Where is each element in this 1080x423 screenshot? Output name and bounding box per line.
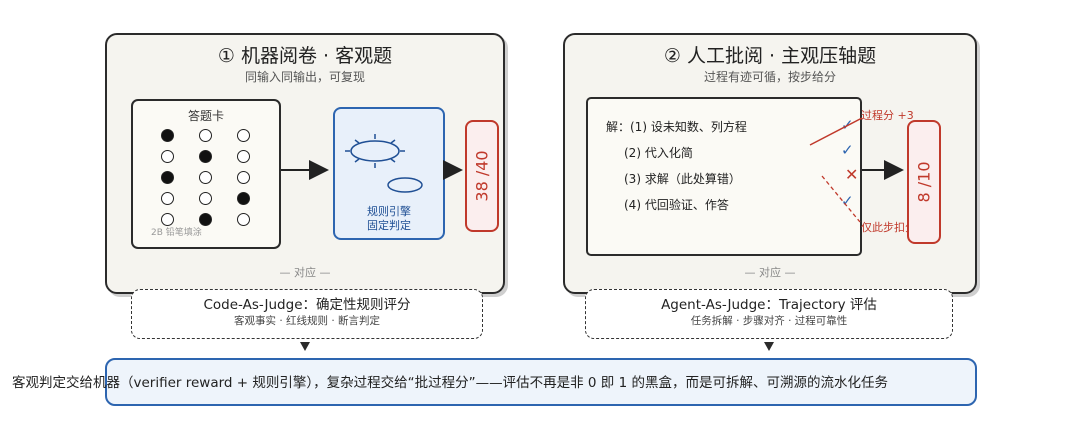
deduction-line xyxy=(821,175,861,223)
solution-step: 解：(1) 设未知数、列方程 xyxy=(606,120,747,134)
empty-bubble xyxy=(237,213,250,226)
solution-steps: 解：(1) 设未知数、列方程 (2) 代入化简 (3) 求解（此处算错） (4)… xyxy=(586,97,862,256)
partial-credit-note: 过程分 +3 xyxy=(861,109,914,122)
empty-bubble xyxy=(199,171,212,184)
panel-subtitle: 同输入同输出，可复现 xyxy=(244,70,365,84)
filled-bubble xyxy=(199,213,212,226)
cross-icon: ✕ xyxy=(845,165,859,184)
bubble-grid xyxy=(161,129,250,226)
empty-bubble xyxy=(237,129,250,142)
panel-subtitle: 过程有迹可循，按步给分 xyxy=(703,70,836,84)
judge-title: Agent-As-Judge：Trajectory 评估 xyxy=(661,297,877,313)
score-box: 38 /40 xyxy=(465,120,499,232)
score-box: 8 /10 xyxy=(907,120,941,244)
answer-sheet: 答题卡 2B 铅笔填涂 xyxy=(131,99,281,249)
filled-bubble xyxy=(161,129,174,142)
engine-label: 规则引擎 xyxy=(367,205,411,218)
deduction-note: 仅此步扣分 xyxy=(861,221,916,234)
panel-footer: — 对应 — xyxy=(744,266,796,279)
gear-icon xyxy=(345,134,423,193)
empty-bubble xyxy=(237,150,250,163)
filled-bubble xyxy=(237,192,250,205)
answer-sheet-title: 答题卡 xyxy=(187,109,224,123)
manual-grading-panel: ② 人工批阅 · 主观压轴题 过程有迹可循，按步给分 解：(1) 设未知数、列方… xyxy=(563,33,977,294)
machine-grading-panel: ① 机器阅卷 · 客观题 同输入同输出，可复现 答题卡 2B 铅笔填涂 规则引擎… xyxy=(105,33,505,294)
empty-bubble xyxy=(237,171,250,184)
solution-step: (2) 代入化简 xyxy=(624,146,693,160)
empty-bubble xyxy=(161,213,174,226)
code-as-judge-box: Code-As-Judge：确定性规则评分 客观事实 · 红线规则 · 断言判定 xyxy=(131,289,483,339)
rule-engine: 规则引擎 固定判定 xyxy=(333,107,445,240)
judge-subtitle: 任务拆解 · 步骤对齐 · 过程可靠性 xyxy=(690,315,848,327)
filled-bubble xyxy=(161,171,174,184)
down-arrow-icon xyxy=(764,342,774,351)
solution-step: (4) 代回验证、作答 xyxy=(624,198,729,212)
empty-bubble xyxy=(199,129,212,142)
agent-as-judge-box: Agent-As-Judge：Trajectory 评估 任务拆解 · 步骤对齐… xyxy=(585,289,953,339)
panel-title: ② 人工批阅 · 主观压轴题 xyxy=(663,45,877,67)
solution-step: (3) 求解（此处算错） xyxy=(624,172,741,186)
judge-title: Code-As-Judge：确定性规则评分 xyxy=(203,297,411,313)
down-arrow-icon xyxy=(300,342,310,351)
empty-bubble xyxy=(161,150,174,163)
check-icon: ✓ xyxy=(841,141,854,159)
bracket-line xyxy=(809,117,863,146)
panel-title: ① 机器阅卷 · 客观题 xyxy=(217,45,393,67)
summary-box xyxy=(105,358,977,406)
panel-footer: — 对应 — xyxy=(279,266,331,279)
answer-sheet-note: 2B 铅笔填涂 xyxy=(151,228,202,238)
empty-bubble xyxy=(199,192,212,205)
engine-sublabel: 固定判定 xyxy=(367,219,411,232)
check-icon: ✓ xyxy=(841,192,854,210)
empty-bubble xyxy=(161,192,174,205)
judge-subtitle: 客观事实 · 红线规则 · 断言判定 xyxy=(233,315,381,327)
filled-bubble xyxy=(199,150,212,163)
summary-text: 客观判定交给机器（verifier reward + 规则引擎），复杂过程交给“… xyxy=(12,375,888,391)
